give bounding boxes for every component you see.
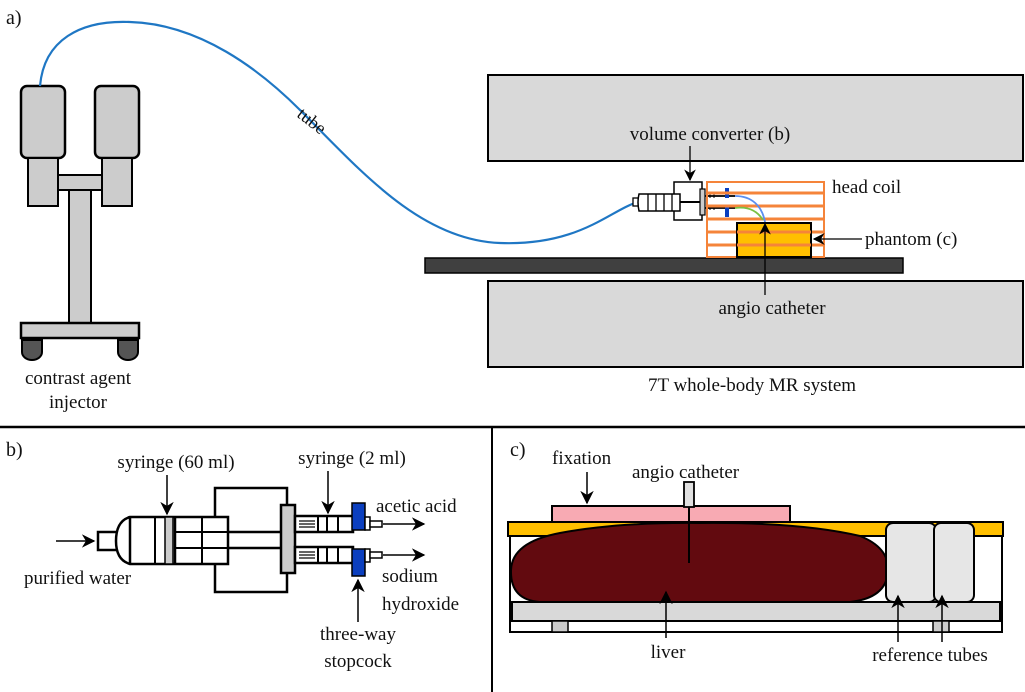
panel-a: a) contrast agent injector tube 7T whole… (6, 7, 1024, 413)
mr-system-label: 7T whole-body MR system (648, 375, 856, 396)
angio-catheter-port (683, 481, 695, 508)
panel-a-tag: a) (6, 7, 22, 29)
angio-catheter-label-c: angio catheter (632, 462, 740, 483)
sodium-label-line2: hydroxide (382, 594, 459, 615)
injector-head-left (19, 84, 67, 160)
liver (509, 521, 890, 603)
acetic-acid-label: acetic acid (376, 496, 457, 517)
stopcock-bottom (351, 548, 366, 577)
volume-converter-mini (632, 181, 735, 221)
fixation-label: fixation (552, 448, 612, 469)
foot-left (551, 620, 569, 633)
stopcock-mini-bottom (725, 206, 729, 217)
fixation (551, 505, 791, 523)
reference-tube-2 (933, 522, 975, 603)
mr-magnet-lower (487, 280, 1024, 368)
syringe-small-label: syringe (2 ml) (298, 448, 406, 469)
stopcock-top (351, 502, 366, 531)
volume-converter-label: volume converter (b) (630, 124, 790, 145)
purified-water-label: purified water (24, 568, 132, 589)
panel-c-tag: c) (510, 439, 526, 461)
stopcock-label-line2: stopcock (324, 651, 392, 672)
injector-crossbar (57, 174, 103, 191)
volume-converter-detail (96, 486, 383, 594)
injector-pole (68, 189, 92, 324)
tube (38, 20, 639, 245)
phantom (736, 222, 812, 258)
reference-tube-1 (885, 522, 937, 603)
liver-label: liver (651, 642, 686, 663)
injector-neck-right (101, 157, 133, 207)
mr-magnet-upper (487, 74, 1024, 162)
angio-catheter-label: angio catheter (718, 298, 826, 319)
reference-tubes-label: reference tubes (872, 645, 988, 666)
foot-right (932, 620, 950, 633)
converter-plate-detail (279, 503, 297, 575)
sodium-label-line1: sodium (382, 566, 438, 587)
injector-base (19, 321, 141, 340)
catheter-line-green (734, 206, 764, 221)
panel-c: c) fixation angio catheter l (507, 439, 1004, 666)
injector-label-line1: contrast agent (25, 368, 132, 389)
wheel-right-icon (117, 339, 139, 361)
stopcock-label-line1: three-way (320, 624, 396, 645)
catheter-line-blue (734, 195, 766, 223)
injector-label-line2: injector (49, 392, 108, 413)
wheel-left-icon (21, 339, 43, 361)
phantom-label: phantom (c) (865, 229, 957, 250)
phantom-detail (507, 481, 1004, 633)
panel-b: b) (6, 439, 459, 672)
injector-head-right (93, 84, 141, 160)
patient-table (424, 257, 904, 274)
contrast-agent-injector (19, 84, 141, 361)
panel-b-tag: b) (6, 439, 23, 461)
injector-neck-left (27, 157, 59, 207)
phantom-bottom-plate (511, 601, 1001, 622)
converter-plate (699, 188, 706, 216)
syringe-large-label: syringe (60 ml) (117, 452, 234, 473)
head-coil-label: head coil (832, 177, 901, 198)
syringe-barrel (637, 193, 681, 212)
